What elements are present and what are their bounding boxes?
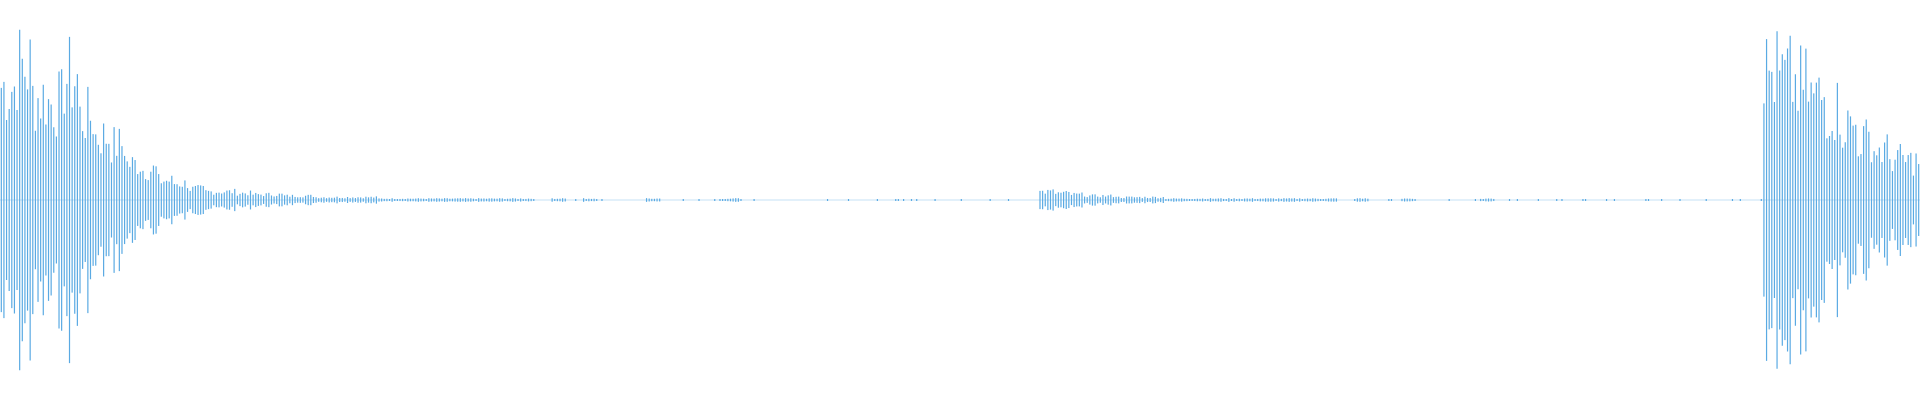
waveform-bars: [0, 29, 1920, 371]
